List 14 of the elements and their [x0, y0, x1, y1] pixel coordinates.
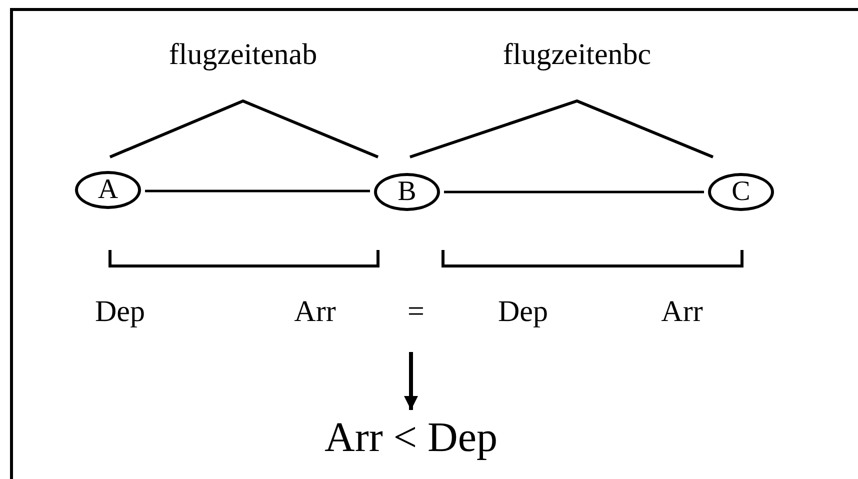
- arrow: [404, 352, 418, 410]
- relation-name: flugzeitenbc: [502, 38, 652, 72]
- circle-node: B: [374, 173, 440, 211]
- attribute-label: Arr: [661, 295, 703, 329]
- connector-line: [444, 190, 704, 194]
- formula-text: Arr < Dep: [311, 412, 511, 464]
- relation-name: flugzeitenab: [168, 38, 318, 72]
- circle-node: A: [75, 171, 141, 209]
- connector-line: [145, 190, 370, 192]
- attribute-label: =: [408, 295, 424, 329]
- attribute-label: Arr: [294, 295, 336, 329]
- attribute-label: Dep: [95, 295, 145, 329]
- circle-node: C: [708, 173, 774, 211]
- attribute-label: Dep: [498, 295, 548, 329]
